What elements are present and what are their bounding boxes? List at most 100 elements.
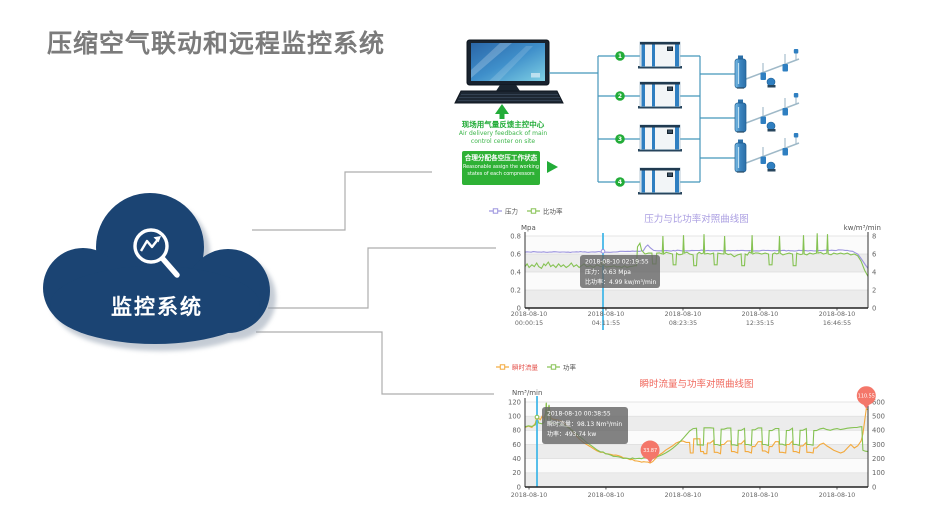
y-left-tick: 60: [512, 441, 521, 449]
y-right-tick: 600: [872, 398, 885, 406]
y-left-tick: 0: [517, 304, 521, 312]
x-tick-label: 2018-08-10: [742, 311, 779, 318]
y-right-tick: 0: [872, 304, 876, 312]
x-tick-label: 2018-08-10: [511, 311, 548, 318]
feedback-note-en2: control center on site: [470, 137, 536, 145]
y-left-axis-title: Nm³/min: [512, 389, 542, 397]
chart-title: 压力与比功率对照曲线图: [644, 213, 749, 225]
x-tick-label: 2018-08-10: [511, 492, 548, 499]
y-right-tick: 400: [872, 427, 885, 435]
connector-to-flow-chart: [256, 331, 494, 395]
feedback-note: 现场用气量反馈主控中心 Air delivery feedback of mai…: [428, 120, 578, 145]
y-right-tick: 0: [872, 483, 876, 491]
tooltip-line: 2018-08-10 02:19:55: [585, 259, 649, 266]
compressor-number-badge: 1: [615, 51, 625, 61]
compressor-units: 1 2 3 4: [615, 41, 682, 195]
x-tick-label: 2018-08-10: [819, 492, 856, 499]
magnifier-trend-icon: [133, 228, 180, 278]
y-left-tick: 0: [517, 483, 521, 491]
connector-lines: [252, 171, 496, 395]
x-tick-label: 04:11:55: [592, 320, 620, 327]
x-tick-label: 08:23:35: [669, 320, 697, 327]
extreme-marker: 33.87: [640, 440, 660, 464]
air-treatment-equipment: [734, 49, 800, 173]
assign-box-cn: 合理分配各空压工作状态: [464, 154, 538, 162]
y-left-tick: 0.2: [510, 286, 521, 294]
control-computer: [454, 39, 564, 104]
compressor-number: 1: [618, 53, 622, 60]
feedback-note-en1: Air delivery feedback of main: [458, 129, 548, 137]
y-right-tick: 8: [872, 232, 876, 240]
assign-right-arrow: [547, 161, 558, 173]
y-right-tick: 6: [872, 250, 876, 258]
marker-value: 110.55: [858, 393, 875, 399]
chart-title: 瞬时流量与功率对照曲线图: [639, 378, 753, 390]
x-tick-label: 2018-08-10: [588, 311, 625, 318]
air-equipment-group: [734, 133, 800, 173]
compressor-number-badge: 2: [615, 91, 625, 101]
assign-box-en2: states of each compressors: [467, 170, 535, 177]
tooltip-line: 2018-08-10 00:38:55: [547, 411, 611, 418]
cloud-monitoring-system: 监控系统: [43, 193, 276, 351]
tooltip-line: 压力：0.63 Mpa: [585, 268, 631, 276]
compressor-unit: [638, 41, 682, 69]
tooltip-line: 比功率：4.99 kw/m³/min: [585, 278, 656, 286]
air-equipment-group: [734, 93, 800, 133]
compressor-unit: [638, 124, 682, 152]
network-lines: [549, 55, 735, 183]
y-right-tick: 200: [872, 455, 885, 463]
y-right-axis-title: kw/m³/min: [844, 224, 881, 232]
x-tick-label: 2018-08-10: [588, 492, 625, 499]
x-tick-label: 00:00:15: [515, 320, 543, 327]
x-tick-label: 2018-08-10: [665, 311, 702, 318]
y-right-tick: 500: [872, 412, 885, 420]
flow-power-chart: 0 20 40 60 80 100 120 0 100 200 300 400 500 600 Nm³/mi…: [496, 362, 885, 499]
tooltip-line: 功率：493.74 kw: [547, 430, 596, 438]
compressor-unit: [638, 81, 682, 109]
compressor-number: 4: [618, 179, 622, 186]
y-right-tick: 100: [872, 469, 885, 477]
legend-item: 比功率: [543, 206, 563, 215]
compressor-unit: [638, 167, 682, 195]
compressor-number: 2: [618, 93, 622, 100]
compressor-number-badge: 3: [615, 134, 625, 144]
y-left-tick: 120: [508, 398, 521, 406]
x-tick-label: 16:46:55: [823, 320, 851, 327]
marker-value: 33.87: [643, 448, 657, 454]
y-right-tick: 2: [872, 286, 876, 294]
y-left-tick: 0.6: [510, 250, 521, 258]
connector-to-pressure-chart: [268, 247, 496, 309]
y-left-tick: 20: [512, 469, 521, 477]
feedback-up-arrow: [495, 104, 509, 119]
y-left-tick: 80: [512, 427, 521, 435]
compressor-number: 3: [618, 136, 622, 143]
connector-to-diagram: [252, 171, 432, 231]
assign-box: 合理分配各空压工作状态 Reasonable assign the workin…: [462, 151, 540, 185]
legend-item: 功率: [563, 362, 577, 371]
compressor-number-badge: 4: [615, 177, 625, 187]
y-left-tick: 40: [512, 455, 521, 463]
legend-item: 压力: [505, 206, 518, 215]
assign-box-en1: Reasonable assign the working: [462, 163, 540, 170]
cloud-label: 监控系统: [111, 295, 203, 319]
pressure-power-chart: 0 0.2 0.4 0.6 0.8 0 2 4 6 8 Mpa kw/m³/min 压力与比功率对照曲线…: [489, 206, 881, 330]
y-left-axis-title: Mpa: [521, 224, 536, 232]
series-压力: [524, 244, 869, 269]
feedback-note-cn: 现场用气量反馈主控中心: [461, 120, 545, 129]
x-tick-label: 2018-08-10: [665, 492, 702, 499]
y-right-tick: 300: [872, 441, 885, 449]
y-left-tick: 100: [508, 412, 521, 420]
extreme-marker: 110.55: [856, 386, 876, 409]
air-equipment-group: [734, 49, 800, 89]
x-tick-label: 12:35:15: [746, 320, 774, 327]
y-right-tick: 4: [872, 268, 876, 276]
y-left-tick: 0.8: [510, 232, 521, 240]
y-left-tick: 0.4: [510, 268, 521, 276]
page-title: 压缩空气联动和远程监控系统: [47, 29, 386, 58]
legend-item: 瞬时流量: [512, 362, 539, 371]
x-tick-label: 2018-08-10: [819, 311, 856, 318]
x-tick-label: 2018-08-10: [742, 492, 779, 499]
